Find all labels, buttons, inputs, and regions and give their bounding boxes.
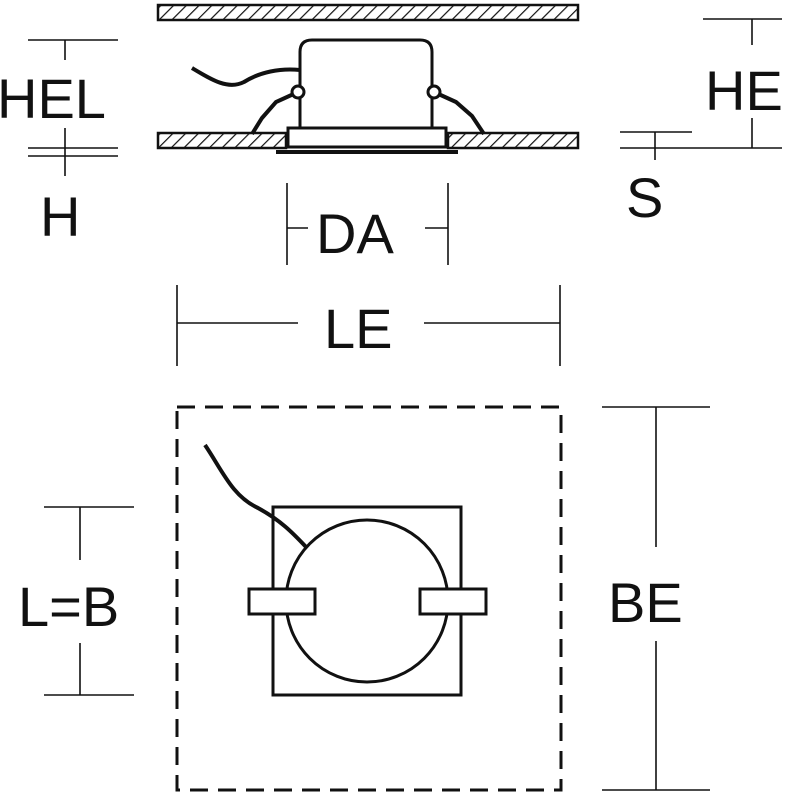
label-h: H [40,185,80,248]
label-be: BE [608,571,683,634]
label-s: S [626,166,663,229]
hel-dimension [28,39,118,176]
label-le: LE [324,297,393,360]
be-dimension [602,406,710,791]
upper-ceiling-slab [156,3,580,22]
ceiling-panel-left [156,131,288,150]
label-da: DA [316,202,394,265]
ceiling-panel-right [446,131,580,150]
fixture-flange [286,126,448,149]
spring-clip-pivot-left [290,84,306,100]
supply-cable [190,66,301,87]
label-lb: L=B [18,575,119,638]
spring-clip-pivot-right [426,84,442,100]
label-he: HE [705,59,783,122]
spring-clip-right [433,90,486,136]
ceiling-cutout-outline [175,405,563,792]
da-dimension [286,183,449,265]
fixture-housing [298,38,434,130]
side-view: HEL H DA HE S [0,3,783,265]
clip-tab-right [418,587,488,616]
label-hel: HEL [0,67,106,130]
lb-dimension [44,506,134,696]
he-dimension [620,18,782,160]
supply-cable-top [203,443,309,550]
top-view: L=B BE [18,405,710,792]
clip-tab-left [247,587,317,616]
le-dimension [176,285,561,366]
spring-clip-left [250,90,299,136]
